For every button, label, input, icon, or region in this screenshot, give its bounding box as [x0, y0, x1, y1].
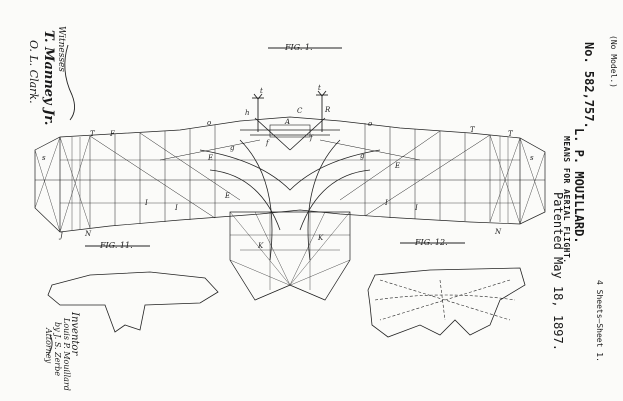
ref-letter: f [309, 134, 314, 142]
wing-ribs [89, 123, 491, 228]
patented-date: Patented May 18, 1897. [551, 192, 565, 351]
ref-letter: N [494, 228, 502, 236]
ref-letter: E [207, 154, 213, 162]
wing-diagonals [89, 130, 491, 219]
ref-letter: N [84, 230, 92, 238]
ref-letter: I [144, 199, 148, 207]
ref-letter: E [394, 162, 400, 170]
ref-letter: T [90, 130, 96, 138]
ref-letter: I [414, 204, 418, 212]
fig11-label: FIG. 11. [99, 241, 133, 250]
witness-signature-1: T. Manney Jr. [41, 30, 56, 126]
main-wing [34, 116, 546, 233]
ref-letter: A [284, 118, 290, 126]
ref-letter: o [368, 120, 372, 128]
ref-letter: J [58, 232, 64, 240]
ref-letter: g [230, 144, 235, 152]
sheet-count: 4 Sheets—Sheet 1. [595, 280, 604, 362]
ref-letter: t [318, 84, 321, 92]
ref-letter: I [174, 204, 178, 212]
fig12-outline [367, 267, 526, 338]
patent-number: No. 582,757. [582, 42, 596, 129]
ref-letter: C [297, 107, 303, 115]
ref-letter: K [257, 242, 264, 250]
ref-letter: s [530, 154, 534, 162]
ref-letter: h [245, 109, 250, 117]
ref-letter: o [207, 119, 211, 127]
ref-letter: g [360, 152, 365, 160]
ref-letter: F [109, 130, 116, 138]
ref-letter: T [470, 126, 476, 134]
witnesses-label: Witnesses [56, 26, 66, 72]
center-frame [199, 117, 381, 261]
ref-letter: E [224, 192, 230, 200]
fig12-label: FIG. 12. [414, 238, 448, 247]
ref-letter: t [260, 87, 263, 95]
attorney-by-line: by J. S. Zerbe [53, 322, 62, 377]
ref-letter: K [317, 234, 324, 242]
ref-letter: I [384, 199, 388, 207]
wing-outline [34, 116, 546, 233]
control-handles [252, 90, 328, 132]
ref-letter: s [42, 154, 46, 162]
witness-signature-2: O. L. Clark. [27, 40, 40, 104]
reference-letter-group: t t h C R A o o T F T T E E E I I I I K … [42, 84, 534, 250]
inventor-name: L. P. MOUILLARD. [572, 128, 586, 244]
ref-letter: T [508, 130, 514, 138]
signature-flourish [47, 44, 75, 356]
ref-letter: R [324, 106, 331, 114]
fig1-label: FIG. 1. [284, 43, 313, 52]
inventor-signature: Louis P. Mouillard [62, 318, 71, 391]
ref-letter: f [265, 139, 270, 147]
attorney-label: Attorney [44, 328, 53, 364]
wing-tip-bracing [34, 134, 546, 233]
tail [229, 211, 351, 301]
fig11-outline [47, 271, 219, 333]
no-model-label: (No Model.) [609, 35, 618, 88]
